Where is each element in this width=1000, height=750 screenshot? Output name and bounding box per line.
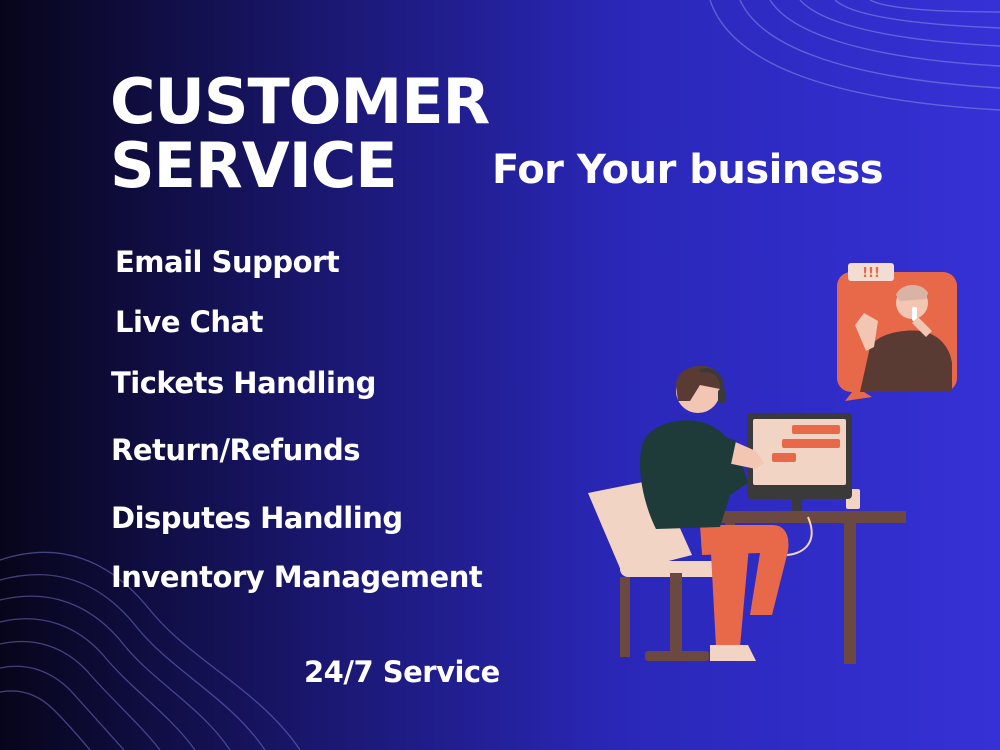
headline-line-1: CUSTOMER xyxy=(110,65,490,138)
tagline: For Your business xyxy=(492,147,884,193)
customer-call-bubble xyxy=(837,272,957,401)
service-item-email-support: Email Support xyxy=(115,245,340,279)
service-item-disputes-handling: Disputes Handling xyxy=(111,501,403,535)
contour-lines-top-right xyxy=(709,0,1000,111)
service-item-tickets-handling: Tickets Handling xyxy=(111,366,376,400)
service-item-inventory-management: Inventory Management xyxy=(111,560,483,594)
alert-badge: !!! xyxy=(848,263,894,281)
contour-lines-bottom-left xyxy=(0,551,301,750)
headline: CUSTOMER SERVICE xyxy=(110,70,490,198)
support-agent xyxy=(639,365,789,661)
service-availability-note: 24/7 Service xyxy=(304,655,500,689)
headline-line-2: SERVICE xyxy=(110,129,398,202)
customer-support-illustration: !!! xyxy=(588,263,957,664)
alert-badge-text: !!! xyxy=(862,266,880,281)
service-item-returns-refunds: Return/Refunds xyxy=(111,433,360,467)
monitor xyxy=(747,413,852,556)
service-item-live-chat: Live Chat xyxy=(115,305,263,339)
